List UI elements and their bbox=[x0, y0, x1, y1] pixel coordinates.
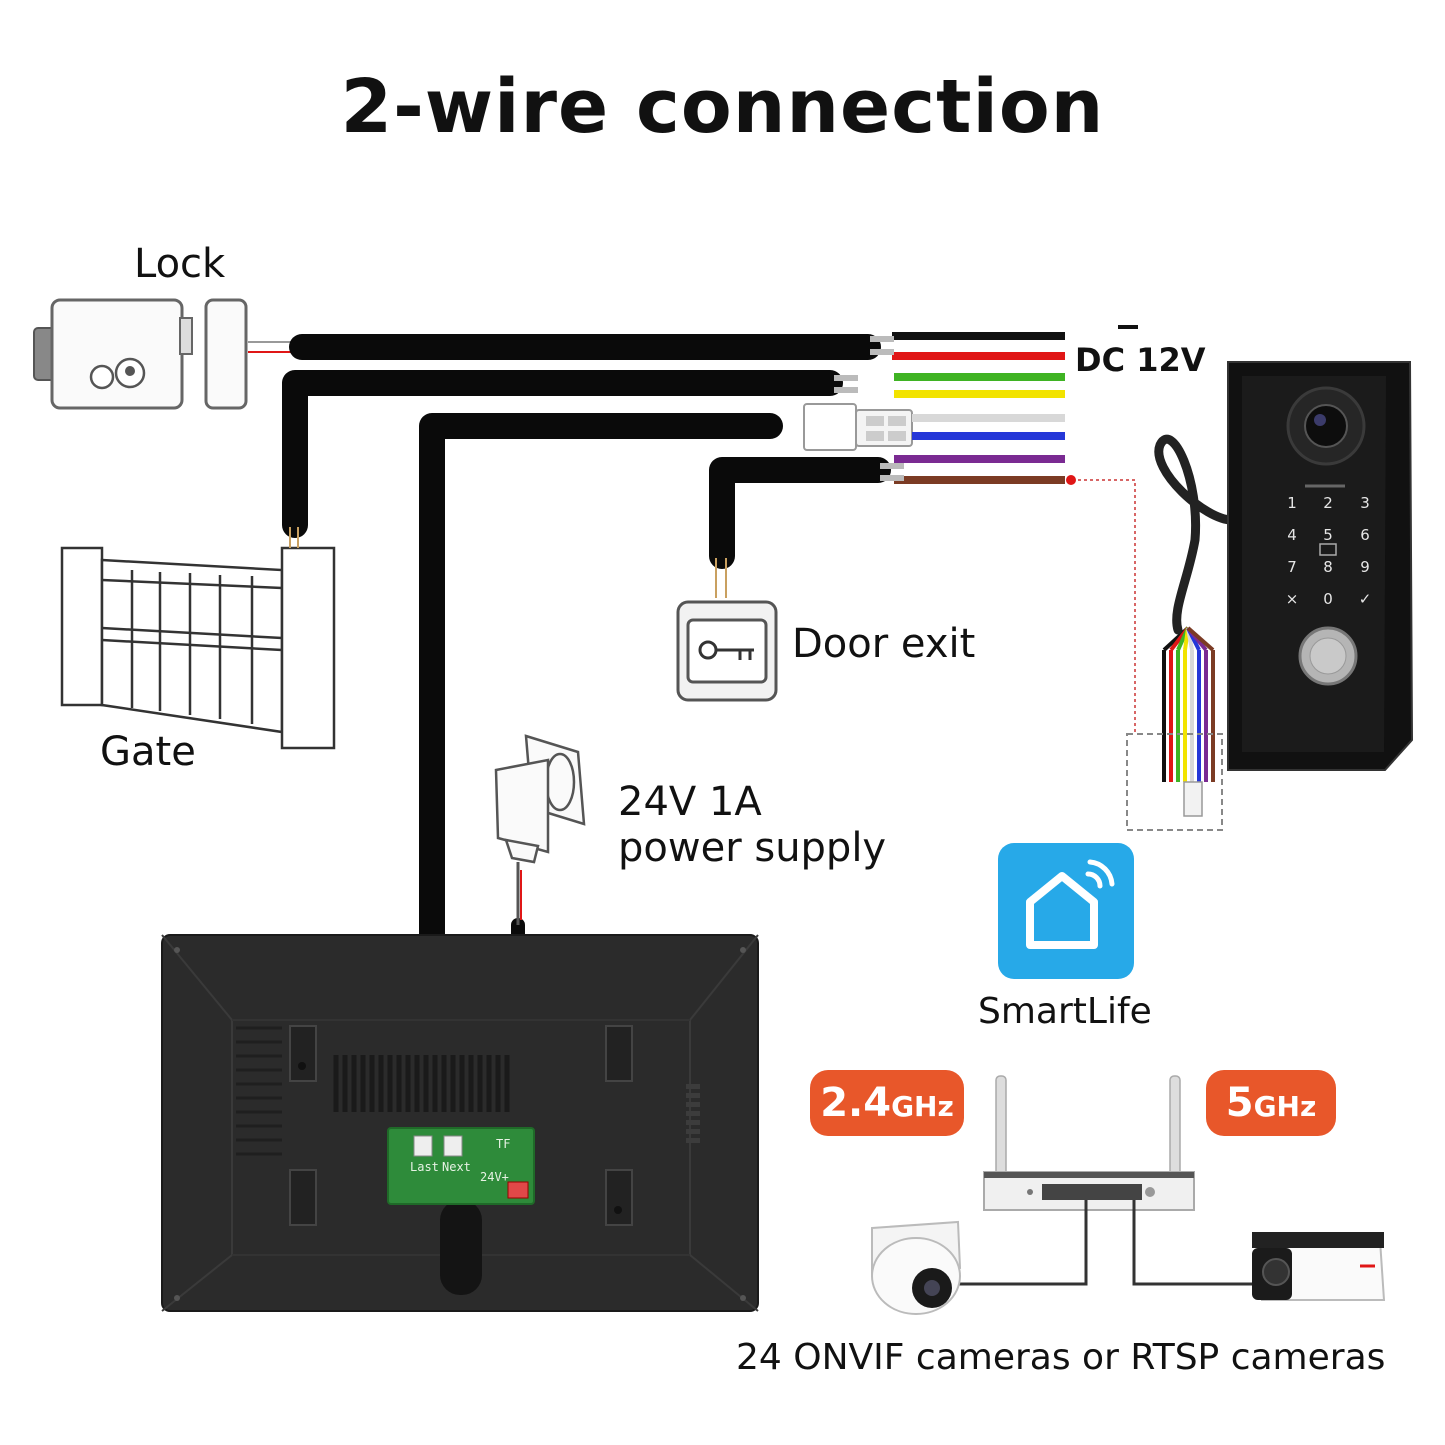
cable-door-exit bbox=[709, 457, 891, 569]
door-exit-button-icon bbox=[676, 600, 778, 702]
indicator-slot bbox=[686, 1111, 700, 1116]
keypad-key: × bbox=[1285, 590, 1299, 608]
band-5ghz-badge: 5GHz bbox=[1206, 1070, 1336, 1136]
keypad-key: 9 bbox=[1360, 558, 1370, 576]
wire-crimp-3 bbox=[834, 387, 858, 393]
wire-connector bbox=[803, 403, 913, 451]
smartlife-label: SmartLife bbox=[978, 991, 1152, 1032]
power-label-line1: 24V 1A bbox=[618, 779, 762, 825]
wire-crimp-0 bbox=[870, 336, 894, 342]
lock-label: Lock bbox=[134, 241, 226, 287]
fan-wire-7 bbox=[1186, 626, 1215, 652]
keypad-key: 8 bbox=[1323, 558, 1333, 576]
band-24ghz-badge: 2.4GHz bbox=[810, 1070, 964, 1136]
indicator-slot bbox=[686, 1138, 700, 1143]
dashed-link bbox=[1072, 479, 1136, 735]
plug-highlight-box bbox=[1126, 733, 1223, 831]
indicator-slot bbox=[686, 1129, 700, 1134]
keypad-key: 3 bbox=[1360, 494, 1370, 512]
keypad-key: 7 bbox=[1287, 558, 1297, 576]
page-title: 2-wire connection bbox=[340, 64, 1105, 150]
colored-wires bbox=[834, 332, 1215, 817]
cable-monitor bbox=[419, 413, 783, 1115]
doorbell-camera-unit bbox=[1154, 361, 1414, 771]
wire-plug bbox=[1183, 781, 1203, 817]
junction-dot bbox=[1066, 475, 1076, 485]
keypad-key: 1 bbox=[1287, 494, 1297, 512]
router-icon bbox=[983, 1075, 1195, 1211]
lock-icon bbox=[33, 298, 296, 410]
board-24v-label: 24V+ bbox=[480, 1170, 509, 1184]
cameras-label: 24 ONVIF cameras or RTSP cameras bbox=[736, 1337, 1386, 1378]
keypad-key: ✓ bbox=[1358, 590, 1372, 608]
board-last-label: Last bbox=[410, 1160, 439, 1174]
minus-sign bbox=[1118, 325, 1138, 329]
wire-crimp-2 bbox=[834, 375, 858, 381]
power-label-line2: power supply bbox=[618, 825, 887, 871]
indicator-slot bbox=[686, 1120, 700, 1125]
indicator-slot bbox=[686, 1102, 700, 1107]
keypad-key: 0 bbox=[1323, 590, 1333, 608]
board-next-label: Next bbox=[442, 1160, 471, 1174]
smartlife-app-icon bbox=[998, 843, 1134, 979]
power-adapter-icon bbox=[494, 734, 586, 864]
keypad-key: 4 bbox=[1287, 526, 1297, 544]
gate-icon bbox=[60, 546, 336, 750]
keypad-key: 2 bbox=[1323, 494, 1333, 512]
dome-camera-icon bbox=[871, 1220, 962, 1315]
indicator-slot bbox=[686, 1084, 700, 1089]
bullet-camera-icon bbox=[1252, 1232, 1386, 1301]
indoor-monitor bbox=[161, 934, 759, 1312]
dc-12v-label: DC 12V bbox=[1075, 341, 1206, 379]
keypad-key: 5 bbox=[1323, 526, 1333, 544]
keypad-key: 6 bbox=[1360, 526, 1370, 544]
network-links bbox=[955, 1200, 1252, 1286]
board-tf-label: TF bbox=[496, 1137, 511, 1151]
wire-crimp-1 bbox=[870, 349, 894, 355]
wire-crimp-5 bbox=[880, 475, 904, 481]
wire-crimp-4 bbox=[880, 463, 904, 469]
indicator-slot bbox=[686, 1093, 700, 1098]
door-exit-label: Door exit bbox=[792, 621, 976, 667]
gate-label: Gate bbox=[100, 729, 196, 775]
cable-gate bbox=[282, 370, 843, 538]
